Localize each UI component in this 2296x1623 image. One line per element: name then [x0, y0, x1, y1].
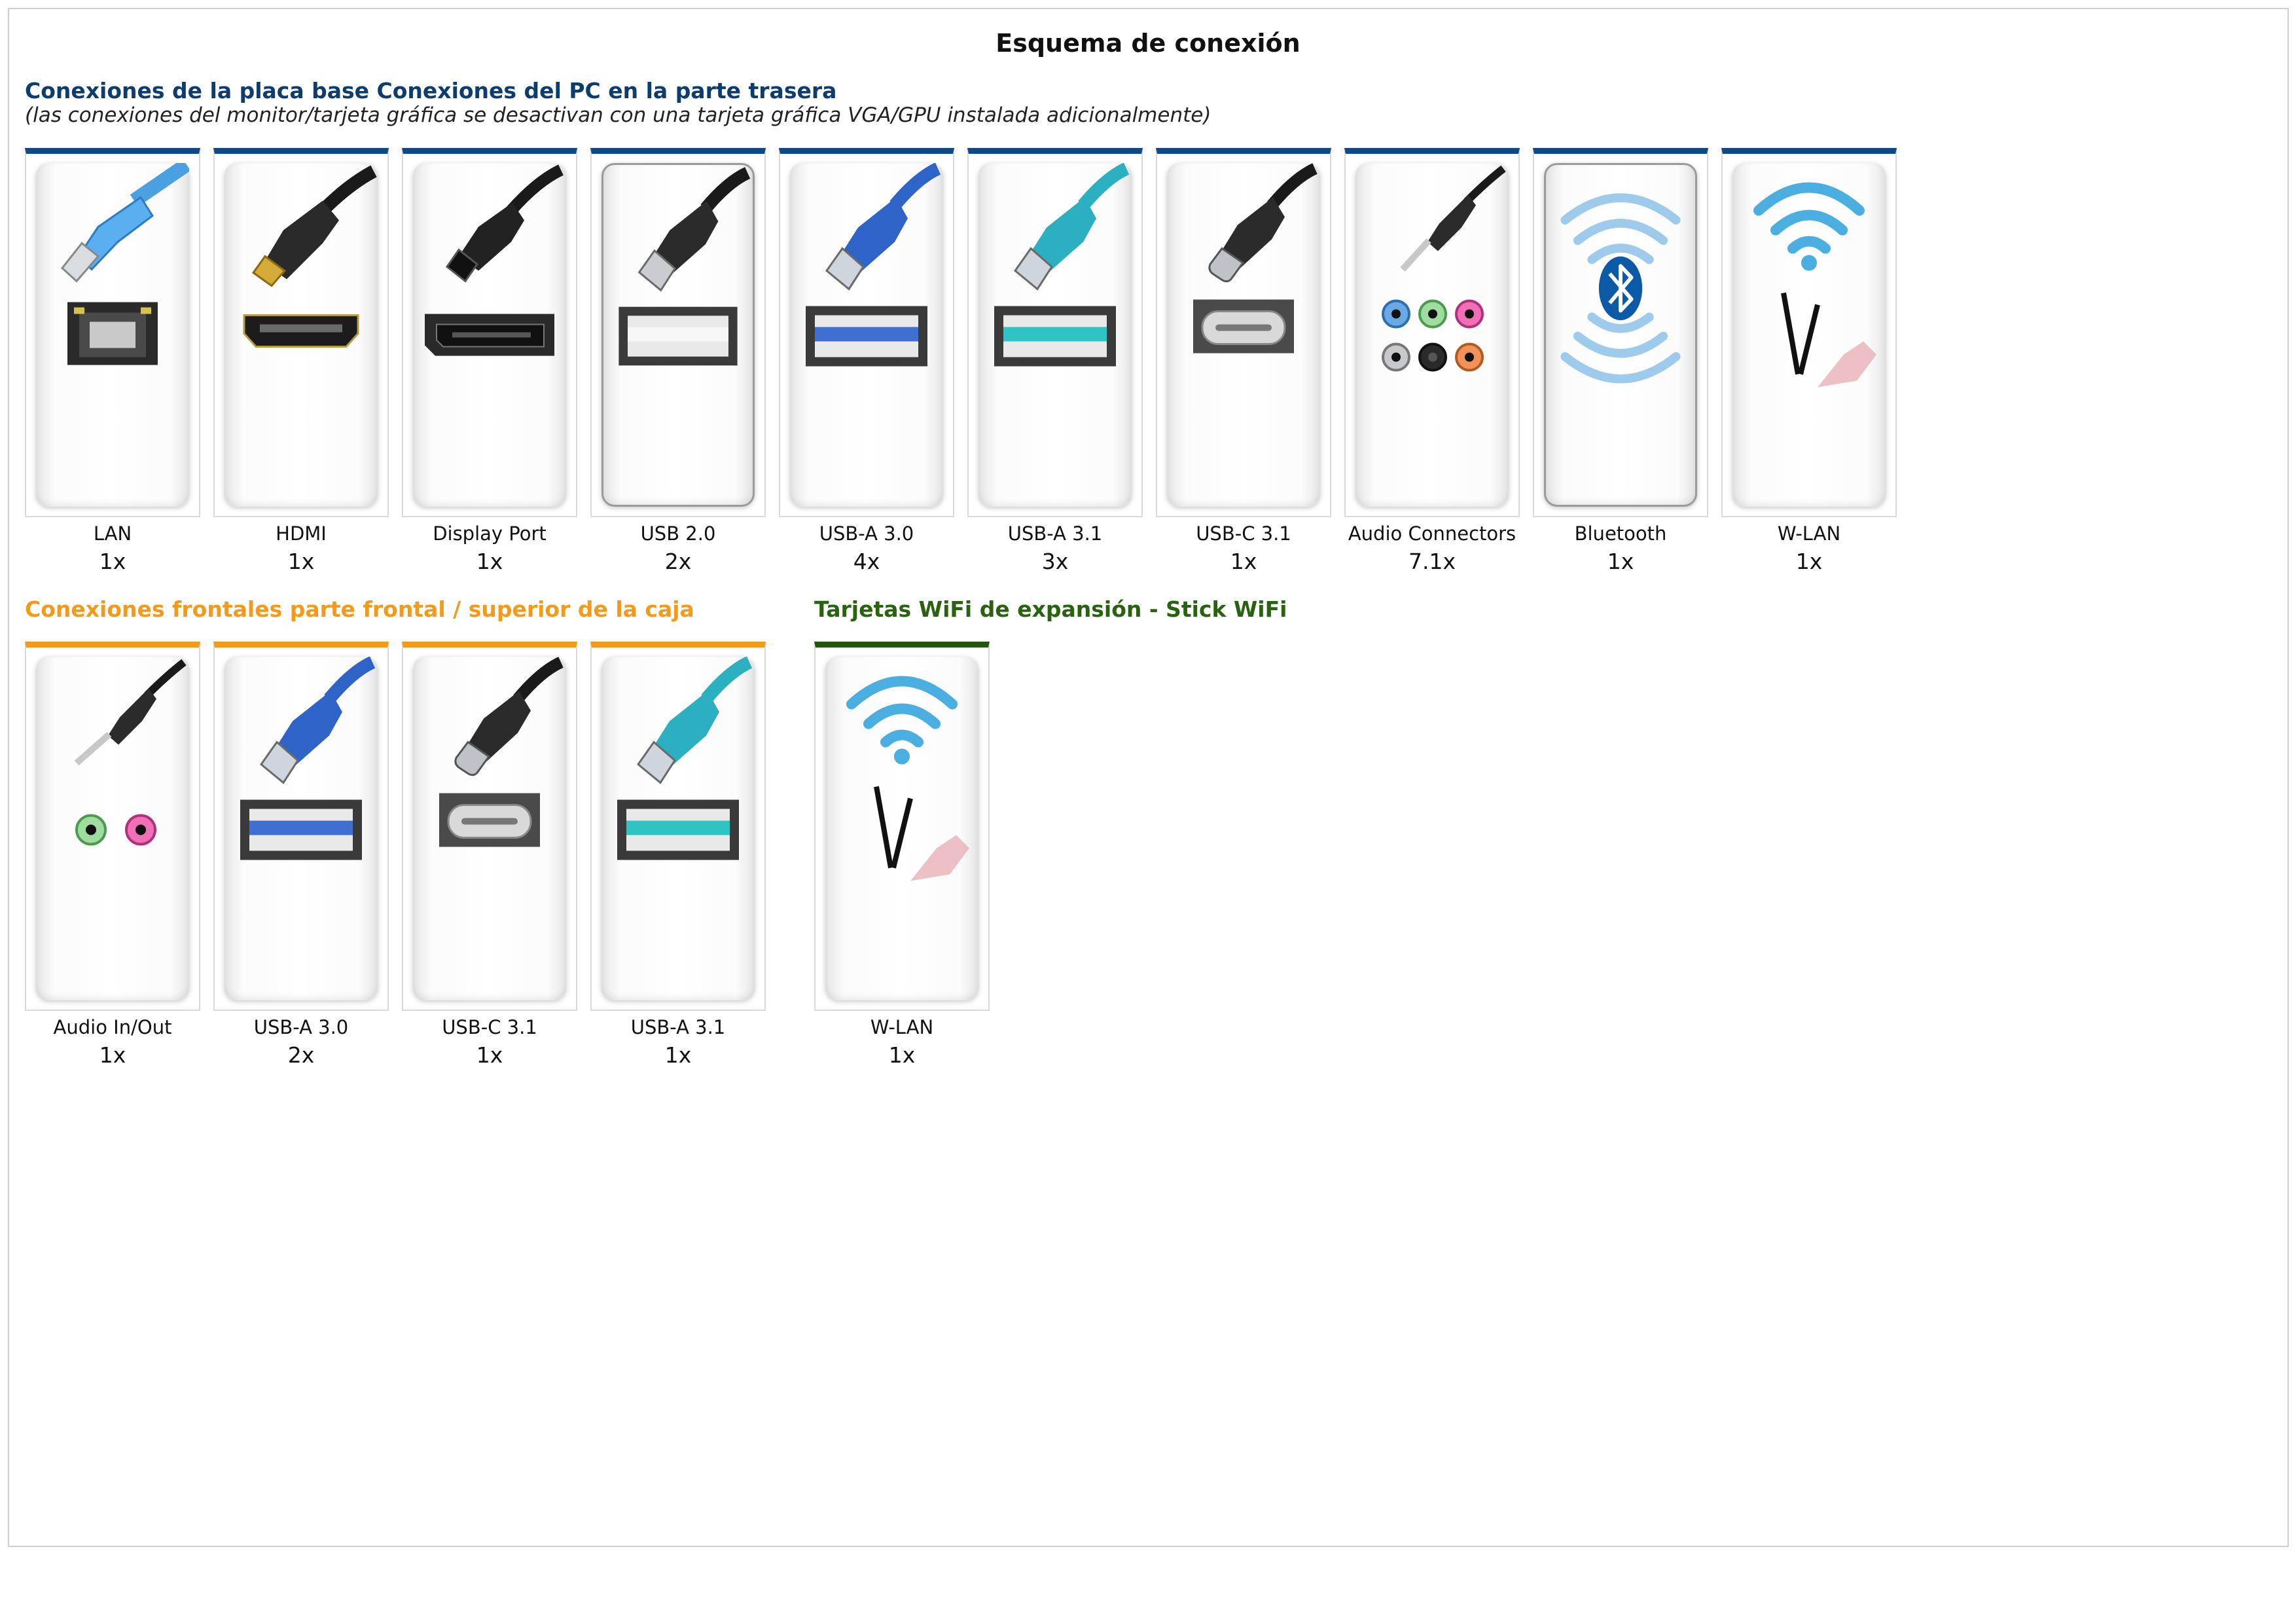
connector-count: 1x: [1607, 549, 1634, 574]
connector-count: 1x: [1795, 549, 1823, 574]
connector-card-audio-connectors: Audio Connectors 7.1x: [1344, 148, 1520, 574]
connector-card-displayport: Display Port 1x: [402, 148, 577, 574]
usb-a-31-icon: [617, 657, 753, 860]
connector-card-front-usb-a-31: USB-A 3.1 1x: [590, 642, 766, 1068]
connector-label: USB-A 3.1: [630, 1016, 726, 1038]
connector-card-front-usb-a-30: USB-A 3.0 2x: [213, 642, 389, 1068]
connector-label: USB-C 3.1: [1196, 522, 1291, 545]
usb-c-icon: [439, 657, 564, 847]
usb-2-icon: [619, 167, 751, 366]
wlan-icon: [1753, 182, 1876, 388]
rear-section-note: (las conexiones del monitor/tarjeta gráf…: [25, 103, 1211, 127]
rear-section-heading: Conexiones de la placa base Conexiones d…: [25, 78, 837, 103]
connector-card-usb-a-31: USB-A 3.1 3x: [967, 148, 1143, 574]
connector-card-hdmi: HDMI 1x: [213, 148, 389, 574]
connector-label: Audio In/Out: [53, 1016, 172, 1038]
connector-count: 1x: [664, 1042, 692, 1068]
connector-card-front-usb-c-31: USB-C 3.1 1x: [402, 642, 577, 1068]
wlan-icon: [846, 676, 969, 881]
connector-card-usb-c-31: USB-C 3.1 1x: [1156, 148, 1331, 574]
connector-count: 4x: [853, 549, 880, 574]
bluetooth-icon: [1560, 193, 1681, 384]
connector-label: USB 2.0: [640, 522, 716, 545]
page-frame: [8, 8, 2289, 1547]
page-title: Esquema de conexión: [996, 29, 1300, 58]
connector-count: 1x: [99, 1042, 126, 1068]
connector-count: 1x: [476, 549, 503, 574]
connector-label: W-LAN: [870, 1016, 934, 1038]
connector-count: 1x: [888, 1042, 916, 1068]
hdmi-icon: [243, 165, 377, 348]
connector-label: W-LAN: [1777, 522, 1841, 545]
connector-label: Display Port: [433, 522, 547, 545]
connector-count: 1x: [287, 549, 315, 574]
audio-connectors-icon: [1382, 165, 1506, 372]
audio-in-out-icon: [74, 659, 187, 846]
wifi-section-heading: Tarjetas WiFi de expansión - Stick WiFi: [814, 596, 1287, 622]
connector-count: 1x: [99, 549, 126, 574]
connector-card-wifi-wlan: W-LAN 1x: [814, 642, 990, 1068]
connector-label: Audio Connectors: [1348, 522, 1516, 545]
connector-count: 7.1x: [1408, 549, 1456, 574]
connector-label: Bluetooth: [1574, 522, 1667, 545]
lan-icon: [60, 163, 189, 365]
connector-card-lan: LAN 1x: [25, 148, 200, 574]
connector-card-audio-in-out: Audio In/Out 1x: [25, 642, 200, 1068]
connector-card-wlan: W-LAN 1x: [1721, 148, 1897, 574]
connector-count: 1x: [476, 1042, 503, 1068]
connector-count: 2x: [287, 1042, 315, 1068]
connector-label: USB-A 3.1: [1007, 522, 1103, 545]
usb-a-30-icon: [806, 163, 941, 367]
connector-count: 1x: [1230, 549, 1257, 574]
connector-label: LAN: [93, 522, 132, 545]
connector-label: USB-A 3.0: [253, 1016, 349, 1038]
connector-card-bluetooth: Bluetooth 1x: [1533, 148, 1708, 574]
connector-label: USB-C 3.1: [442, 1016, 537, 1038]
connector-count: 3x: [1041, 549, 1069, 574]
front-section-heading: Conexiones frontales parte frontal / sup…: [25, 596, 694, 622]
usb-a-31-icon: [994, 163, 1130, 367]
displayport-icon: [425, 164, 564, 356]
connector-label: USB-A 3.0: [819, 522, 914, 545]
usb-a-30-icon: [240, 657, 376, 860]
connector-card-usb-20: USB 2.0 2x: [590, 148, 766, 574]
usb-c-icon: [1193, 163, 1318, 354]
connector-count: 2x: [664, 549, 692, 574]
connector-card-usb-a-30: USB-A 3.0 4x: [779, 148, 954, 574]
connector-label: HDMI: [276, 522, 327, 545]
